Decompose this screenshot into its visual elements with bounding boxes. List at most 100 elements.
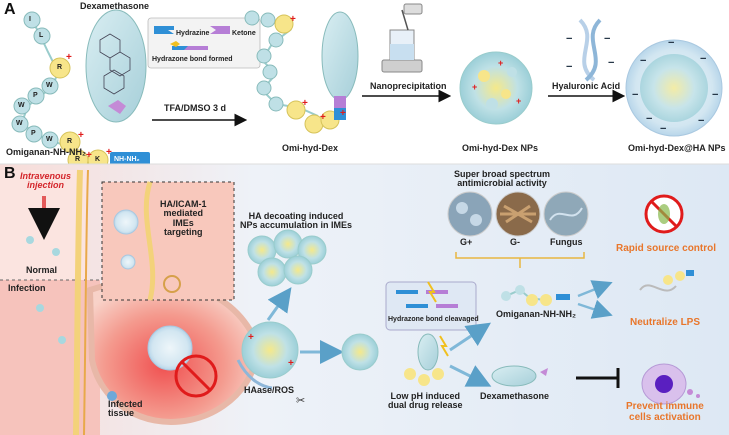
svg-text:−: − <box>640 55 646 67</box>
np-cluster <box>247 229 327 287</box>
svg-text:+: + <box>248 332 254 343</box>
svg-text:−: − <box>566 61 572 73</box>
residue-W1: W <box>46 82 53 89</box>
svg-text:−: − <box>646 113 652 125</box>
released-dexamethasone <box>491 365 537 387</box>
nanoparticle: + + + <box>459 51 533 125</box>
svg-text:−: − <box>604 33 610 45</box>
svg-text:+: + <box>320 112 326 123</box>
svg-text:+: + <box>78 130 84 141</box>
bead-L <box>33 27 51 45</box>
outcome-immune-cell-icon <box>641 363 700 405</box>
svg-text:+: + <box>288 358 294 369</box>
nanoprecipitation-label: Nanoprecipitation <box>370 81 447 91</box>
svg-text:+: + <box>302 98 308 109</box>
pathogen-fungus: Fungus <box>550 237 583 247</box>
dexamethasone-released-label: Dexamethasone <box>480 391 550 401</box>
svg-text:+: + <box>86 150 92 161</box>
omi-hyd-dex-conjugate: + + + + <box>244 10 359 134</box>
bead-W4 <box>41 131 59 149</box>
ha-coated-nanoparticle: − − − − − − − − <box>625 37 723 137</box>
outcome-prevent-activation: Prevent immune cells activation <box>626 401 704 423</box>
nps-label: Omi-hyd-Dex NPs <box>462 143 539 153</box>
outcome-neutralize-lps: Neutralize LPS <box>630 317 701 328</box>
residue-W2: W <box>18 102 25 109</box>
residue-W3: W <box>16 120 23 127</box>
dexamethasone-label: Dexamethasone <box>80 1 150 11</box>
outcome-source-control: Rapid source control <box>616 243 717 254</box>
bead-W3 <box>11 115 29 133</box>
svg-text:+: + <box>290 14 296 25</box>
residue-W4: W <box>46 136 53 143</box>
svg-text:−: − <box>700 53 706 65</box>
svg-text:+: + <box>516 96 521 106</box>
dual-release <box>404 333 449 386</box>
ha-decoating-label: HA decoating induced NPs accumulation in… <box>240 211 353 231</box>
hyaluronic-acid-strand: − − − − <box>566 18 614 82</box>
gram-positive-image <box>447 191 493 237</box>
svg-text:−: − <box>712 89 718 101</box>
conjugate-label: Omi-hyd-Dex <box>282 143 339 153</box>
svg-text:+: + <box>106 147 112 158</box>
panel-a: + + + + <box>11 3 723 171</box>
pathogen-gminus: G- <box>510 237 520 247</box>
residue-I: I <box>29 16 31 23</box>
ime-inset <box>101 181 235 301</box>
haase-nanoparticle: + + ✂ <box>236 321 305 407</box>
svg-text:−: − <box>668 37 674 49</box>
residue-P1: P <box>33 92 38 99</box>
bead-I <box>23 11 41 29</box>
bead-W2 <box>13 97 31 115</box>
ha-nps-label: Omi-hyd-Dex@HA NPs <box>628 143 726 153</box>
svg-text:+: + <box>66 52 72 63</box>
residue-L: L <box>39 32 44 39</box>
svg-text:−: − <box>632 89 638 101</box>
residue-R1: R <box>57 64 63 71</box>
omiganan-released-label: Omiganan-NH-NH₂ <box>496 309 576 319</box>
panel-a-label: A <box>4 1 16 18</box>
outcome-source-control-icon <box>644 194 684 234</box>
hydrazone-cleaved-label: Hydrazone bond cleavaged <box>388 316 479 323</box>
bead-P1 <box>27 87 45 105</box>
omiganan-label: Omiganan-NH-NH₂ <box>6 147 86 157</box>
svg-text:−: − <box>566 33 572 45</box>
legend-ketone: Ketone <box>232 30 256 37</box>
ime-targeting-label: HA/ICAM-1 mediated IMEs targeting <box>160 199 207 238</box>
outcome-lps-icon <box>639 270 694 292</box>
stirrer-apparatus <box>381 3 423 73</box>
infected-tissue <box>86 277 260 425</box>
svg-text:+: + <box>472 82 477 92</box>
peptide-chain: + + + + <box>11 11 150 171</box>
legend-hydrazine: Hydrazine <box>176 30 210 37</box>
infected-tissue-label: Infected tissue <box>108 399 143 419</box>
legend-hydrazone: Hydrazone bond formed <box>152 56 233 63</box>
bead-W1 <box>41 77 59 95</box>
panel-b: + + ✂ <box>0 164 729 435</box>
released-omiganan <box>501 285 570 306</box>
reaction-condition: TFA/DMSO 3 d <box>164 103 227 113</box>
residue-R3: R <box>75 156 81 163</box>
panel-b-label: B <box>4 165 16 182</box>
svg-text:+: + <box>498 58 503 68</box>
dexamethasone-molecule <box>85 9 147 123</box>
normal-label: Normal <box>26 265 58 275</box>
vessel-infection-region <box>0 280 100 435</box>
hydrazone-cleavage-box <box>385 281 477 331</box>
svg-text:✂: ✂ <box>296 395 305 407</box>
pathogen-gplus: G+ <box>460 237 473 247</box>
bead-R2 <box>59 131 81 153</box>
svg-text:−: − <box>608 57 614 69</box>
residue-P2: P <box>31 130 36 137</box>
svg-text:−: − <box>660 123 666 135</box>
hyaluronic-acid-label: Hyaluronic Acid <box>552 81 621 91</box>
decoated-nanoparticle <box>341 333 379 371</box>
reaction-legend <box>147 17 261 69</box>
bead-P2 <box>25 125 43 143</box>
residue-K: K <box>95 156 101 163</box>
linker-label: NH-NH₂ <box>114 156 140 163</box>
iv-injection-label: Intravenous injection <box>20 171 72 191</box>
svg-text:−: − <box>698 115 704 127</box>
svg-text:+: + <box>340 108 346 119</box>
antimicrobial-label: Super broad spectrum antimicrobial activ… <box>454 169 551 189</box>
